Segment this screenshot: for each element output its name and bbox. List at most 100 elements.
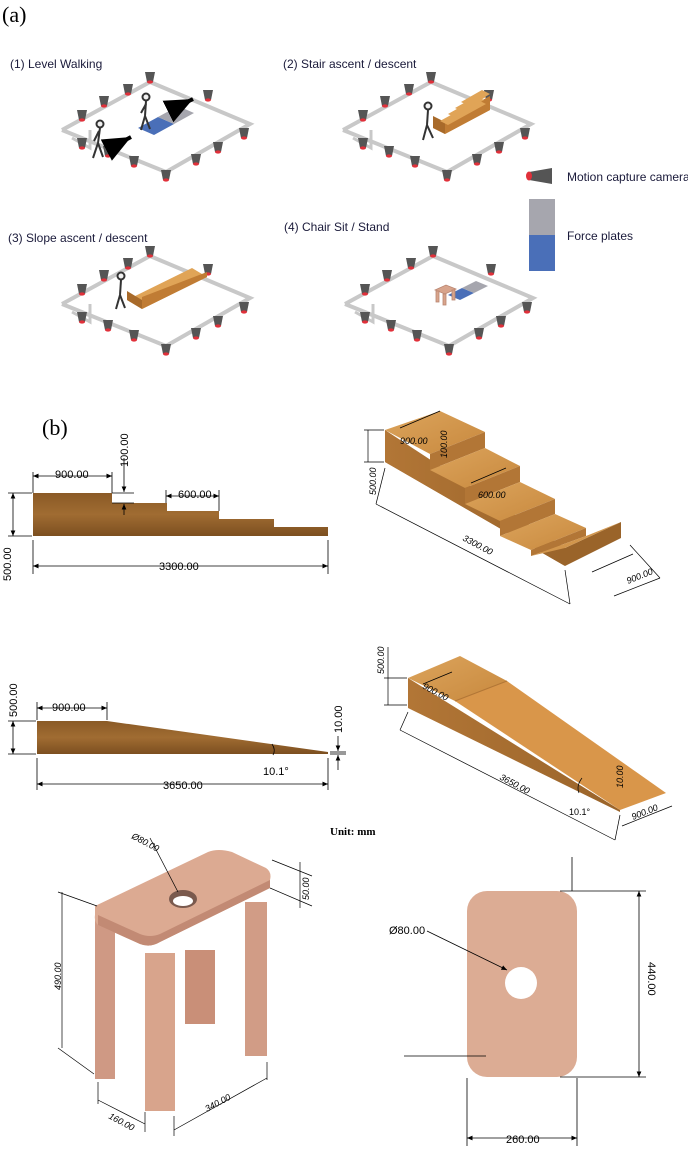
- slope-iso-len: 3650.00: [498, 772, 531, 796]
- task-2-title: (2) Stair ascent / descent: [283, 57, 417, 71]
- legend-camera-icon: [529, 168, 552, 184]
- legend-force-plates-label: Force plates: [567, 229, 633, 243]
- camera-icon: [99, 96, 109, 108]
- legend: Motion capture camera Force plates: [526, 168, 688, 271]
- chair-iso-thick: 50.00: [301, 877, 311, 900]
- slope-iso-width: 900.00: [630, 802, 659, 822]
- task-4-title: (4) Chair Sit / Stand: [284, 220, 389, 234]
- camera-icon: [522, 302, 532, 314]
- legend-force-plate-grey: [529, 199, 555, 235]
- camera-icon: [161, 344, 171, 356]
- slope-side-h10: 10.00: [333, 705, 345, 733]
- unit-label: Unit: mm: [330, 826, 376, 838]
- camera-icon: [77, 110, 87, 122]
- task-1-title: (1) Level Walking: [10, 57, 102, 71]
- scene2-walker: [422, 101, 434, 141]
- walk-arrow-2: [162, 97, 194, 123]
- camera-icon: [474, 328, 484, 340]
- camera-icon: [145, 72, 155, 84]
- camera-icon: [129, 156, 139, 168]
- slope-side-angle: 10.1°: [263, 766, 289, 778]
- camera-icon: [358, 138, 368, 150]
- stair-side-w900: 900.00: [55, 469, 89, 481]
- chair-iso-w340: 340.00: [203, 1092, 232, 1114]
- camera-icon: [358, 110, 368, 122]
- camera-icon: [496, 316, 506, 328]
- stair-iso-h100: 100.00: [439, 430, 449, 458]
- camera-icon: [77, 284, 87, 296]
- camera-icon: [103, 146, 113, 158]
- stair-side-w600: 600.00: [178, 489, 212, 501]
- legend-camera-label: Motion capture camera: [567, 170, 688, 184]
- camera-icon: [360, 312, 370, 324]
- stair-iso-view: 900.00 100.00 600.00 500.00 3300.00 900.…: [364, 410, 661, 605]
- camera-icon: [145, 246, 155, 258]
- task-3-title: (3) Slope ascent / descent: [8, 231, 148, 245]
- chair-iso-hole: Ø80.00: [129, 830, 161, 853]
- stair-side-h500: 500.00: [2, 547, 14, 581]
- scene1-walker-2: [140, 92, 151, 131]
- camera-icon: [382, 270, 392, 282]
- camera-icon: [103, 320, 113, 332]
- camera-icon: [123, 258, 133, 270]
- camera-icon: [239, 302, 249, 314]
- camera-icon: [380, 96, 390, 108]
- scene3-slope: [127, 268, 207, 309]
- camera-icon: [520, 128, 530, 140]
- camera-icon: [428, 246, 438, 258]
- camera-icon: [384, 146, 394, 158]
- camera-icon: [239, 128, 249, 140]
- scene4-chair: [433, 284, 458, 306]
- stair-side-len: 3300.00: [159, 561, 199, 573]
- camera-icon: [213, 142, 223, 154]
- slope-iso-h10: 10.00: [615, 765, 625, 788]
- slope-iso-view: 500.00 900.00 10.00 10.1° 3650.00 900.00: [376, 646, 673, 841]
- camera-icon: [191, 328, 201, 340]
- camera-icon: [129, 330, 139, 342]
- chair-top-hole: Ø80.00: [389, 925, 425, 937]
- scene-chair: [344, 246, 538, 356]
- slope-side-len: 3650.00: [163, 780, 203, 792]
- camera-icon: [161, 170, 171, 182]
- camera-icon: [99, 270, 109, 282]
- scene1-walker-1: [92, 119, 105, 159]
- stair-iso-w600: 600.00: [478, 490, 506, 500]
- slope-side-w900: 900.00: [52, 702, 86, 714]
- camera-icon: [412, 330, 422, 342]
- scene-level-walking: [61, 72, 255, 182]
- camera-icon: [410, 156, 420, 168]
- camera-icon: [426, 72, 436, 84]
- stair-iso-width: 900.00: [625, 566, 654, 586]
- panel-b-label: (b): [42, 415, 68, 440]
- stair-iso-w900: 900.00: [400, 436, 428, 446]
- camera-icon: [406, 258, 416, 270]
- camera-icon: [494, 142, 504, 154]
- stair-iso-len: 3300.00: [461, 533, 494, 557]
- slope-iso-angle: 10.1°: [569, 807, 591, 817]
- scene2-stairs: [433, 90, 490, 134]
- chair-iso-height: 490.00: [53, 962, 63, 990]
- camera-icon: [386, 320, 396, 332]
- scene3-walker: [115, 271, 126, 310]
- stair-iso-h500: 500.00: [368, 467, 378, 495]
- camera-icon: [360, 284, 370, 296]
- walk-arrow-1: [100, 135, 132, 161]
- camera-icon: [486, 264, 496, 276]
- camera-icon: [203, 90, 213, 102]
- camera-icon: [191, 154, 201, 166]
- slope-side-view: 500.00 900.00 10.00 10.1° 3650.00: [8, 683, 346, 792]
- slope-iso-h500: 500.00: [376, 646, 386, 674]
- camera-icon: [77, 138, 87, 150]
- legend-force-plate-blue: [529, 235, 555, 271]
- chair-top-width: 260.00: [506, 1134, 540, 1146]
- camera-icon: [472, 154, 482, 166]
- stair-side-h100: 100.00: [119, 433, 131, 467]
- stair-side-view: 900.00 100.00 600.00 500.00 3300.00: [2, 433, 329, 581]
- chair-iso-view: Ø80.00 490.00 50.00 160.00 340.00: [53, 830, 313, 1136]
- chair-iso-w160: 160.00: [107, 1111, 136, 1133]
- chair-top-view: Ø80.00 440.00 260.00: [389, 857, 657, 1146]
- camera-icon: [442, 170, 452, 182]
- slope-side-h500: 500.00: [8, 683, 20, 717]
- camera-icon: [77, 312, 87, 324]
